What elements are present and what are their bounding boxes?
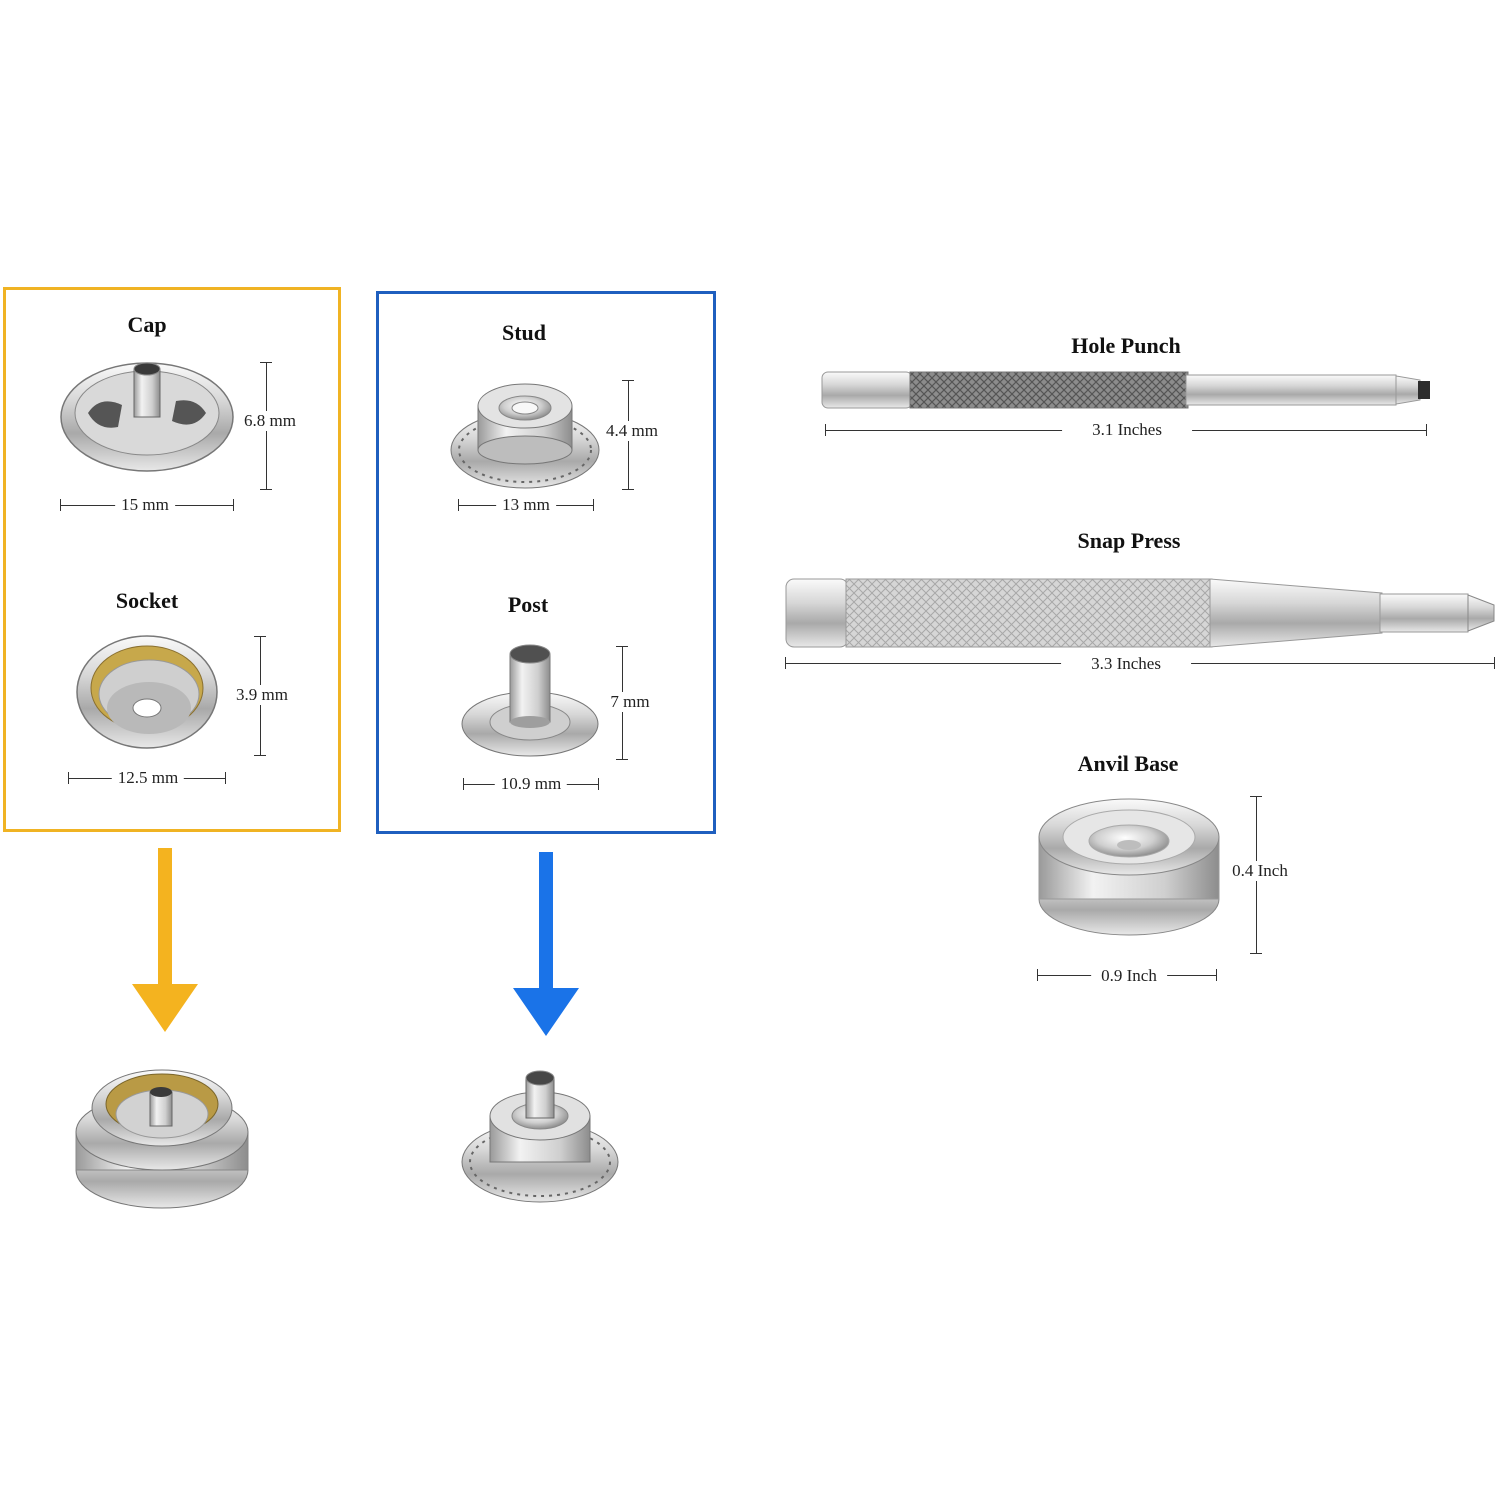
- post-width-label: 10.9 mm: [494, 774, 568, 794]
- cap-width-label: 15 mm: [115, 495, 175, 515]
- arrow-down-icon: [132, 848, 198, 1032]
- hole-punch-length-label: 3.1 Inches: [1062, 420, 1192, 440]
- post-title: Post: [507, 592, 549, 617]
- anvil-base-icon: [1038, 798, 1220, 936]
- cap-socket-group-box: [3, 287, 341, 832]
- snap-press-title: Snap Press: [1077, 528, 1181, 553]
- stud-height-label: 4.4 mm: [600, 421, 664, 441]
- anvil-base-height-label: 0.4 Inch: [1226, 861, 1294, 881]
- post-icon: [461, 644, 599, 757]
- snap-press-icon: [785, 578, 1495, 648]
- cap-icon: [60, 362, 234, 472]
- socket-height-label: 3.9 mm: [230, 685, 294, 705]
- anvil-base-width-label: 0.9 Inch: [1091, 966, 1167, 986]
- stud-icon: [450, 383, 600, 489]
- socket-title: Socket: [115, 588, 179, 613]
- stud-title: Stud: [501, 320, 547, 345]
- socket-icon: [76, 635, 218, 749]
- socket-width-label: 12.5 mm: [111, 768, 185, 788]
- cap-title: Cap: [127, 312, 167, 337]
- arrow-down-icon: [513, 852, 579, 1036]
- hole-punch-icon: [821, 371, 1430, 409]
- assembled-stud-post-icon: [461, 1070, 619, 1203]
- post-height-label: 7 mm: [604, 692, 656, 712]
- assembled-cap-socket-icon: [75, 1069, 249, 1209]
- snap-press-length-label: 3.3 Inches: [1061, 654, 1191, 674]
- stud-width-label: 13 mm: [496, 495, 556, 515]
- hole-punch-title: Hole Punch: [1071, 333, 1181, 358]
- stud-post-group-box: [376, 291, 716, 834]
- cap-height-label: 6.8 mm: [238, 411, 302, 431]
- anvil-base-title: Anvil Base: [1077, 751, 1179, 776]
